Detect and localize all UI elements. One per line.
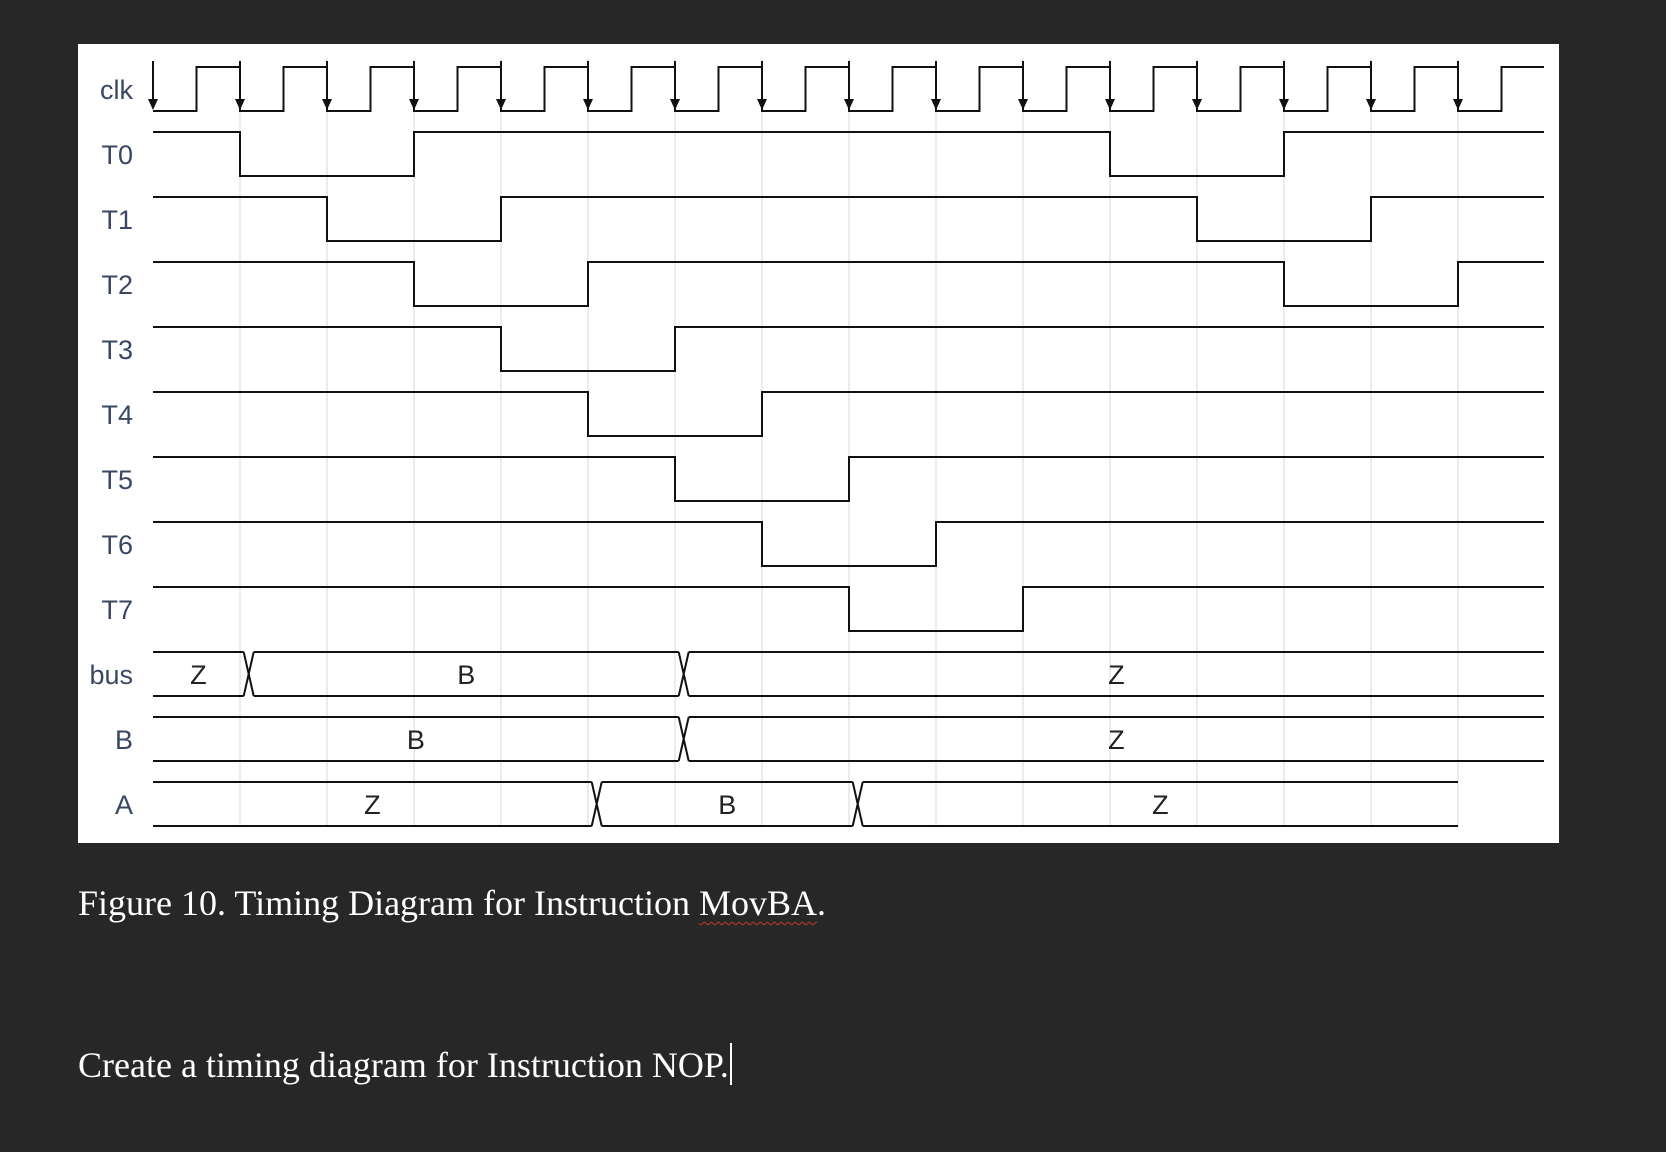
clock-edge-arrow-head — [409, 99, 419, 110]
signal-label-t4: T4 — [101, 400, 133, 430]
signal-label-t7: T7 — [101, 595, 133, 625]
waveform-t1 — [153, 196, 1544, 242]
prompt-text-editable[interactable]: Create a timing diagram for Instruction … — [78, 1043, 732, 1086]
clock-edge-arrow-head — [1018, 99, 1028, 110]
signal-label-t0: T0 — [101, 140, 133, 170]
bus-transition-cross — [242, 651, 255, 697]
signal-label-t5: T5 — [101, 465, 133, 495]
bus-value-bus: Z — [190, 660, 207, 690]
signal-label-t1: T1 — [101, 205, 133, 235]
waveform-t7 — [153, 586, 1544, 632]
waveform-t0 — [153, 131, 1544, 177]
bus-value-a: B — [718, 790, 736, 820]
clock-edge-arrow-head — [148, 99, 158, 110]
caption-suffix: . — [817, 883, 826, 923]
clock-edge-arrow-head — [1279, 99, 1289, 110]
clock-edge-arrow-head — [235, 99, 245, 110]
signal-label-clk: clk — [100, 75, 133, 105]
clock-edge-arrow-head — [496, 99, 506, 110]
prompt-text: Create a timing diagram for Instruction … — [78, 1045, 729, 1085]
clock-edge-arrow-head — [1192, 99, 1202, 110]
signal-label-t3: T3 — [101, 335, 133, 365]
waveform-t6 — [153, 521, 1544, 567]
clock-edge-arrow-head — [670, 99, 680, 110]
signal-label-t2: T2 — [101, 270, 133, 300]
clock-edge-arrow-head — [583, 99, 593, 110]
signal-label-bus: bus — [89, 660, 133, 690]
bus-transition-cross — [590, 781, 603, 827]
clock-edge-arrow-head — [322, 99, 332, 110]
bus-value-bus: Z — [1108, 660, 1125, 690]
signal-label-t6: T6 — [101, 530, 133, 560]
waveform-t4 — [153, 391, 1544, 437]
clock-edge-arrow-head — [844, 99, 854, 110]
signal-label-a: A — [115, 790, 133, 820]
bus-value-b: B — [407, 725, 425, 755]
figure-caption: Figure 10. Timing Diagram for Instructio… — [78, 882, 826, 924]
caption-prefix: Figure 10. Timing Diagram for Instructio… — [78, 883, 699, 923]
bus-transition-cross — [677, 716, 690, 762]
clock-edge-arrow-head — [757, 99, 767, 110]
clock-edge-arrow-head — [1366, 99, 1376, 110]
clock-edge-arrow-head — [1105, 99, 1115, 110]
clock-edge-arrow-head — [1453, 99, 1463, 110]
waveform-t3 — [153, 326, 1544, 372]
text-cursor — [729, 1043, 732, 1085]
caption-instruction: MovBA — [698, 883, 817, 923]
bus-transition-cross — [851, 781, 864, 827]
clock-edge-arrow-head — [931, 99, 941, 110]
bus-value-b: Z — [1108, 725, 1125, 755]
bus-value-a: Z — [1152, 790, 1169, 820]
bus-value-bus: B — [457, 660, 475, 690]
signal-label-b: B — [115, 725, 133, 755]
bus-value-a: Z — [364, 790, 381, 820]
bus-transition-cross — [677, 651, 690, 697]
waveform-t2 — [153, 261, 1544, 307]
waveform-t5 — [153, 456, 1544, 502]
